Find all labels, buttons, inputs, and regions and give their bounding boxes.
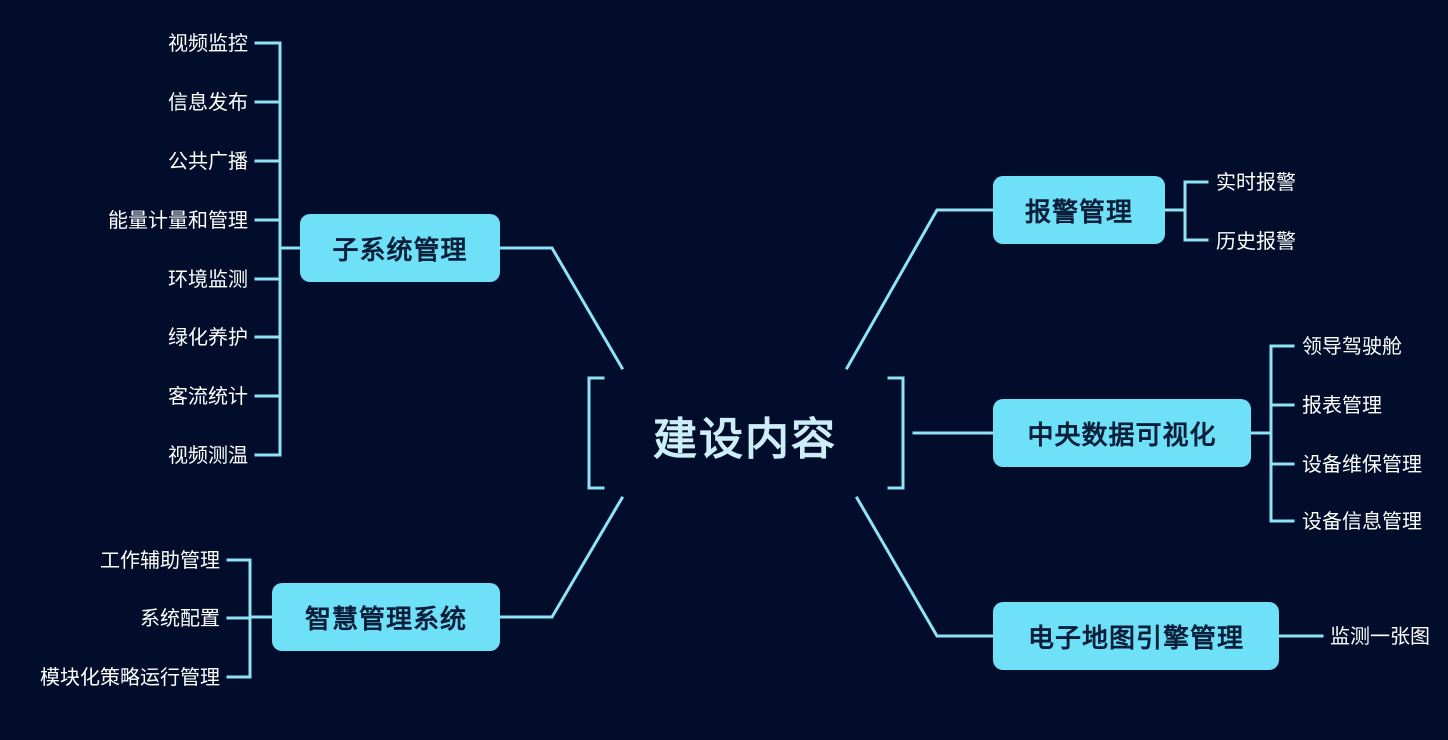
node-subsystem[interactable]: 子系统管理	[300, 214, 500, 282]
leaf-dataviz-2: 报表管理	[1302, 393, 1382, 417]
leaf-dataviz-4: 设备信息管理	[1302, 509, 1422, 533]
leaf-subsystem-4: 能量计量和管理	[108, 208, 248, 232]
leaf-subsystem-2: 信息发布	[168, 90, 248, 114]
link-smart	[498, 495, 625, 619]
link-map	[854, 495, 995, 638]
leaf-subsystem-7: 客流统计	[168, 384, 248, 408]
node-smart[interactable]: 智慧管理系统	[272, 583, 500, 651]
leaf-alarm-1: 实时报警	[1216, 170, 1296, 194]
link-subsystem	[498, 246, 625, 371]
leaf-subsystem-8: 视频测温	[168, 443, 248, 467]
leaf-smart-2: 系统配置	[140, 606, 220, 630]
leaf-smart-1: 工作辅助管理	[100, 548, 220, 572]
node-dataviz[interactable]: 中央数据可视化	[993, 399, 1251, 467]
node-map[interactable]: 电子地图引擎管理	[993, 602, 1279, 670]
leaf-dataviz-3: 设备维保管理	[1302, 452, 1422, 476]
leaf-subsystem-5: 环境监测	[168, 267, 248, 291]
node-alarm[interactable]: 报警管理	[993, 176, 1165, 244]
center-title: 建设内容	[653, 414, 837, 465]
leaf-subsystem-3: 公共广播	[168, 149, 248, 173]
leaf-map-1: 监测一张图	[1330, 624, 1430, 648]
link-alarm	[844, 208, 995, 371]
leaf-alarm-2: 历史报警	[1216, 229, 1296, 253]
leaf-subsystem-1: 视频监控	[168, 31, 248, 55]
center-bracket-right	[887, 376, 905, 490]
leaf-subsystem-6: 绿化养护	[168, 325, 248, 349]
leaf-smart-3: 模块化策略运行管理	[40, 665, 220, 689]
center-bracket-left	[587, 376, 605, 490]
leaf-dataviz-1: 领导驾驶舱	[1302, 334, 1402, 358]
